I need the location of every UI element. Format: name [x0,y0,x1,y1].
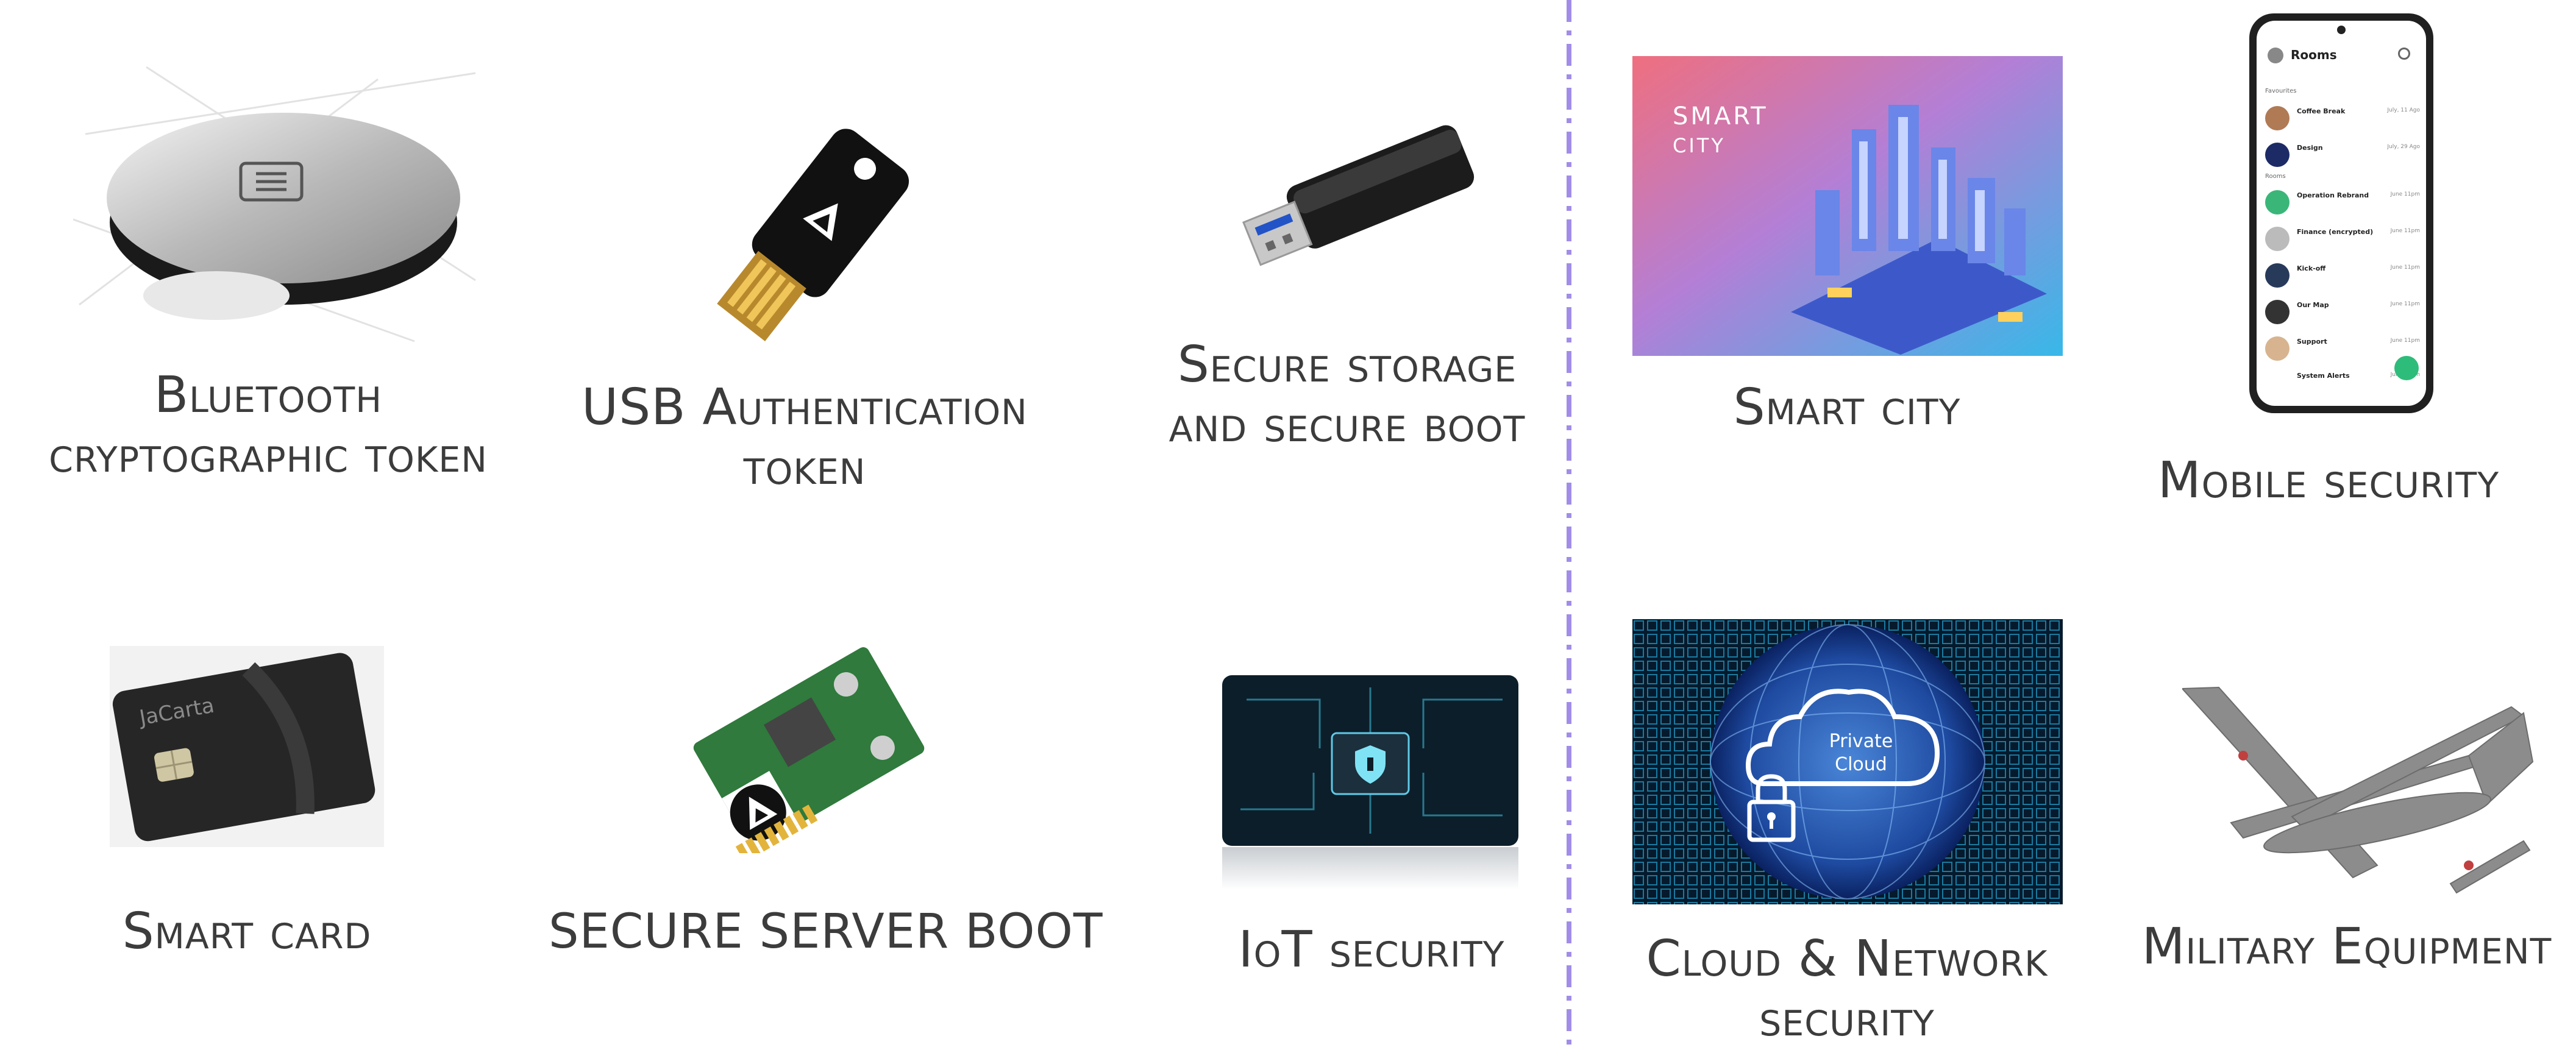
smart-city-image: SMART CITY [1632,56,2063,356]
section-divider [1567,0,1571,1050]
phone-screen-title: Rooms [2291,48,2337,62]
smart-city-logo-subtext: CITY [1673,134,1726,157]
cloud-label-line1: Private [1829,731,1893,752]
list-item: Our Map June 11pm [2257,294,2426,330]
smart-card-caption: Smart card [122,903,372,960]
list-item: Finance (encrypted) June 11pm [2257,221,2426,257]
private-cloud-image: Private Cloud [1632,619,2063,904]
compose-fab-button[interactable] [2394,356,2419,380]
iot-chip-image [1222,675,1518,846]
smart-city-logo-text: SMART [1673,102,1768,130]
phone-room-list: Coffee Break July, 11 Ago Design July, 2… [2257,100,2426,391]
usb-token-image [707,104,927,347]
smart-city-caption: Smart city [1733,378,1961,436]
mobile-security-caption: Mobile security [2157,452,2500,509]
secure-storage-image [1219,116,1487,286]
phone-section-rooms: Rooms [2265,173,2286,180]
phone-screen: Rooms Favourites Coffee Break July, 11 A… [2257,21,2426,406]
phone-section-favourites: Favourites [2265,88,2297,94]
smart-card-image: JaCarta [110,646,384,847]
server-boot-module-image [671,634,963,853]
military-equipment-caption: Military Equipment [2141,918,2552,976]
iot-security-caption: IoT security [1238,921,1505,979]
list-item: Kick-off June 11pm [2257,257,2426,294]
list-item: Design July, 29 Ago [2257,137,2426,173]
list-item: Operation Rebrand June 11pm [2257,184,2426,221]
bluetooth-token-image [73,61,488,347]
search-icon [2398,48,2410,60]
usb-token-caption: USB Authentication token [582,378,1028,496]
iot-chip-reflection [1222,847,1518,890]
military-drone-image [2182,683,2536,914]
phone-image: Rooms Favourites Coffee Break July, 11 A… [2249,13,2433,413]
list-item: Support June 11pm [2257,330,2426,367]
list-item: Coffee Break July, 11 Ago [2257,100,2426,137]
cloud-label-line2: Cloud [1835,754,1887,775]
server-boot-caption: SECURE SERVER BOOT [549,904,1103,959]
cloud-network-caption: Cloud & Network security [1646,930,2048,1048]
bluetooth-token-caption: Bluetooth cryptographic token [49,366,488,484]
secure-storage-caption: Secure storage and secure boot [1169,336,1526,453]
